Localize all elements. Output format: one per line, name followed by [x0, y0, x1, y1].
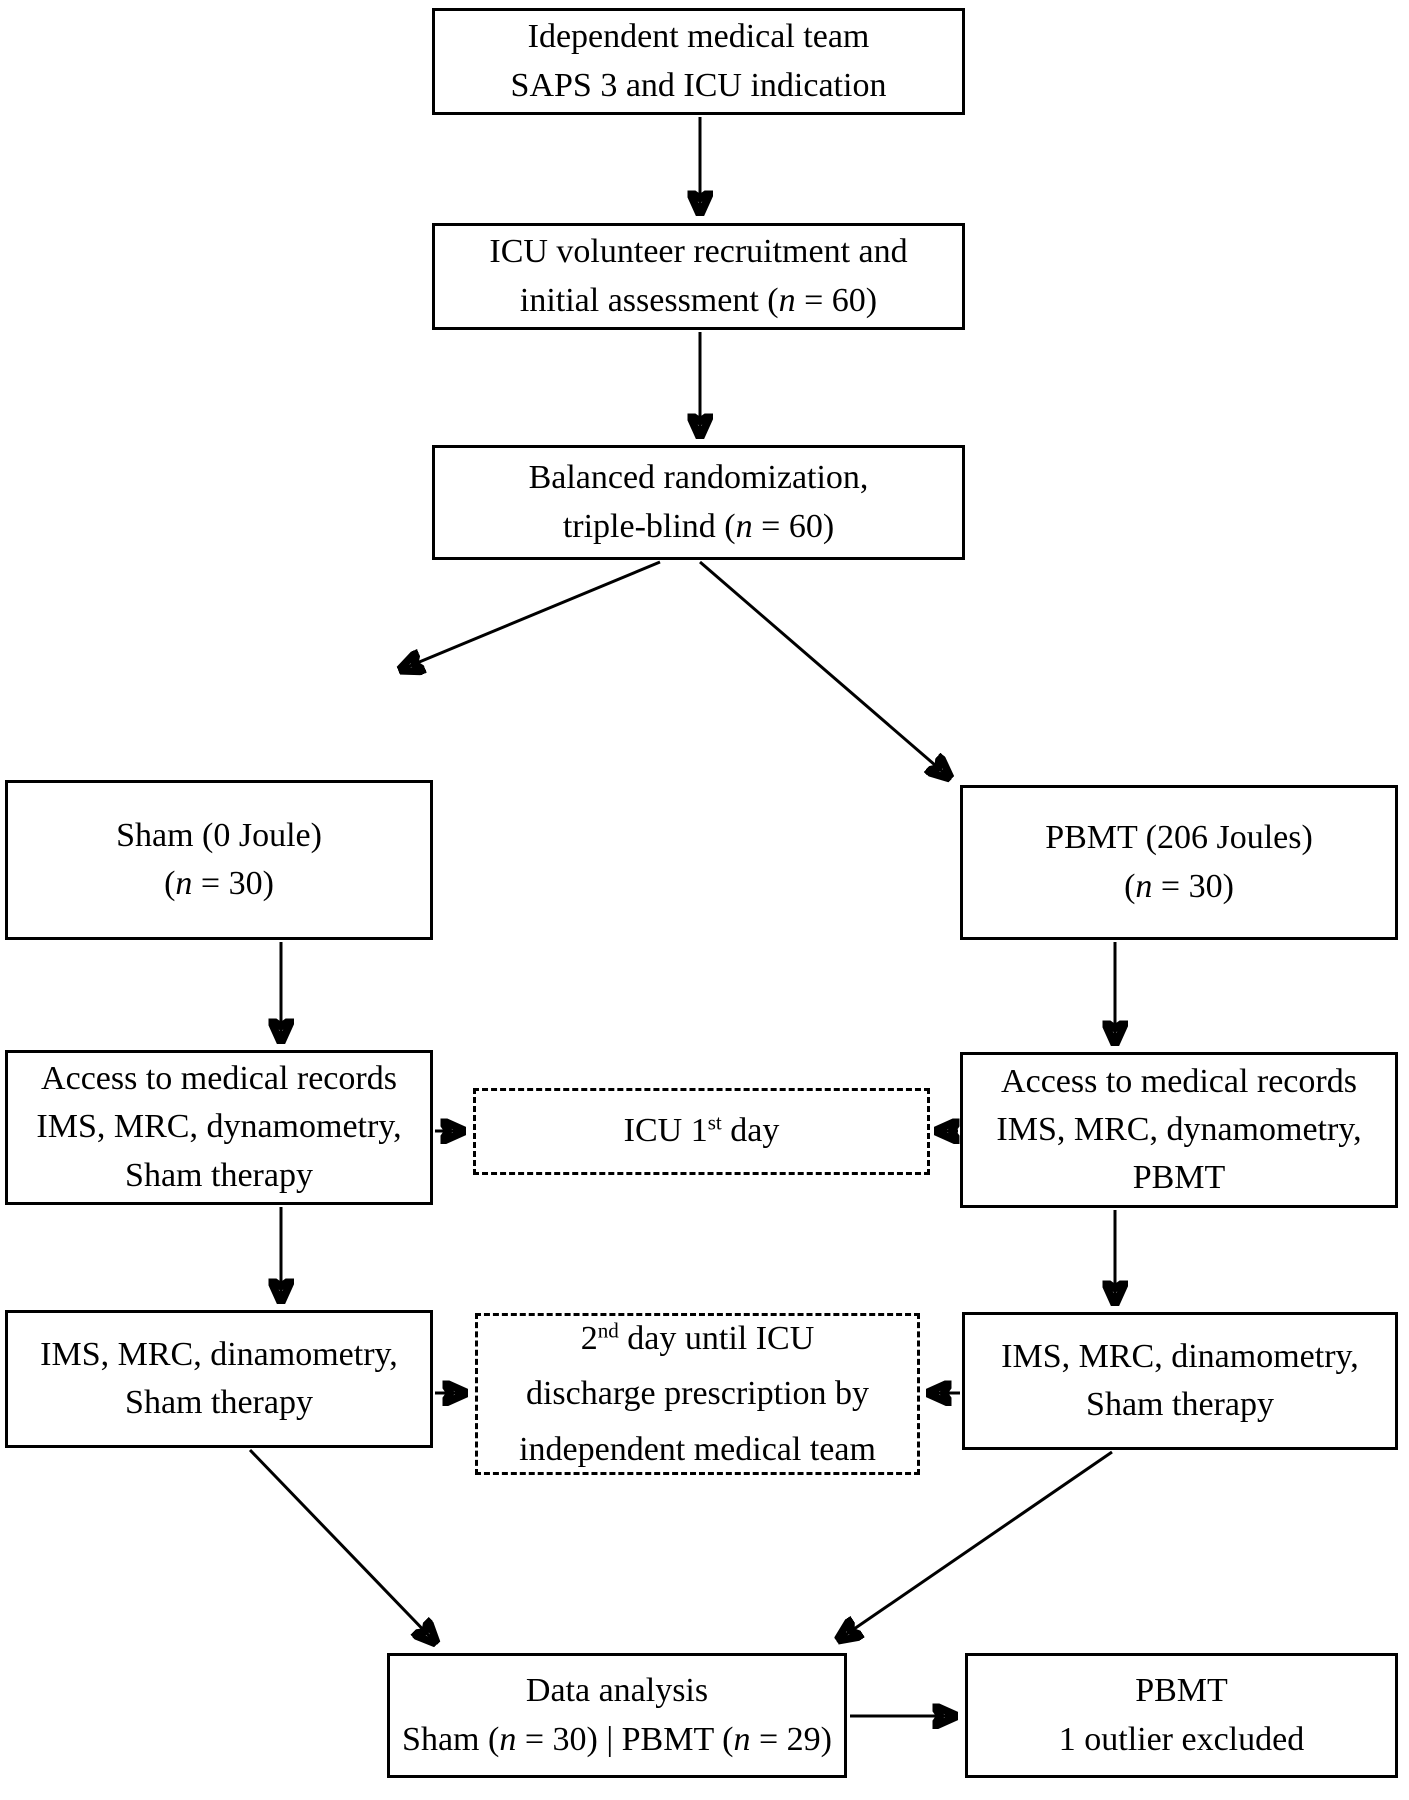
text-segment: day — [721, 1112, 780, 1150]
box-line: Sham therapy — [125, 1156, 313, 1194]
arrow-randomization-to-sham — [400, 560, 661, 670]
box-line: 2nd day until ICU — [581, 1311, 815, 1366]
box-line: IMS, MRC, dinamometry, — [1001, 1337, 1359, 1375]
box-recruitment: ICU volunteer recruitment and initial as… — [432, 223, 965, 330]
box-line: Data analysis — [525, 1672, 709, 1710]
box-line: SAPS 3 and ICU indication — [510, 66, 887, 104]
box-pbmt-arm: PBMT (206 Joules) (n = 30) — [960, 785, 1398, 940]
box-line: Idependent medical team — [527, 18, 870, 56]
box-line: PBMT (206 Joules) — [1045, 819, 1313, 857]
arrow-ims-pbmt-to-analysis — [838, 1450, 1113, 1640]
box-line: IMS, MRC, dinamometry, — [40, 1335, 398, 1373]
box-access-records-sham: Access to medical records IMS, MRC, dyna… — [5, 1050, 433, 1205]
box-line: initial assessment (n = 60) — [520, 277, 877, 325]
italic-n: n — [1135, 867, 1153, 905]
box-line: Access to medical records — [1001, 1062, 1357, 1100]
text-segment: = 30) — [192, 865, 274, 902]
box-line: 1 outlier excluded — [1058, 1720, 1305, 1758]
box-outlier-excluded: PBMT 1 outlier excluded — [965, 1653, 1398, 1778]
superscript: st — [707, 1110, 722, 1135]
italic-n: n — [499, 1720, 517, 1758]
box-second-day: 2nd day until ICU discharge prescription… — [475, 1313, 920, 1475]
box-line: discharge prescription by — [525, 1375, 870, 1413]
box-medical-team: Idependent medical team SAPS 3 and ICU i… — [432, 8, 965, 115]
text-segment: day until ICU — [618, 1320, 815, 1358]
box-line: Sham therapy — [1086, 1386, 1274, 1423]
box-line: Balanced randomization, — [528, 459, 869, 497]
italic-n: n — [175, 865, 193, 902]
box-data-analysis: Data analysis Sham (n = 30) | PBMT (n = … — [387, 1653, 847, 1778]
box-line: IMS, MRC, dynamometry, — [996, 1110, 1362, 1148]
text-segment: = 30) | PBMT ( — [516, 1720, 734, 1758]
italic-n: n — [733, 1720, 751, 1758]
arrow-randomization-to-pbmt — [699, 560, 950, 778]
text-segment: ( — [1124, 867, 1136, 905]
arrow-ims-sham-to-analysis — [248, 1448, 436, 1643]
box-line: (n = 30) — [164, 860, 274, 908]
box-line: PBMT — [1135, 1672, 1228, 1710]
box-line: Sham (n = 30) | PBMT (n = 29) — [402, 1716, 832, 1764]
box-line: ICU volunteer recruitment and — [489, 233, 908, 271]
box-access-records-pbmt: Access to medical records IMS, MRC, dyna… — [960, 1052, 1398, 1208]
superscript: nd — [597, 1318, 619, 1343]
text-segment: = 60) — [752, 507, 835, 545]
box-line: Sham (0 Joule) — [116, 816, 322, 854]
text-segment: = 29) — [750, 1720, 832, 1758]
text-segment: ICU 1 — [623, 1112, 708, 1150]
box-line: independent medical team — [519, 1430, 876, 1468]
italic-n: n — [735, 507, 753, 545]
text-segment: = 30) — [1152, 867, 1234, 905]
box-icu-first-day: ICU 1st day — [473, 1088, 930, 1175]
box-ims-pbmt: IMS, MRC, dinamometry, Sham therapy — [962, 1312, 1398, 1450]
box-line: (n = 30) — [1124, 863, 1234, 911]
box-line: triple-blind (n = 60) — [563, 503, 834, 551]
box-line: Access to medical records — [41, 1060, 397, 1098]
text-segment: = 60) — [795, 281, 878, 319]
text-segment: Sham ( — [402, 1720, 500, 1758]
text-segment: initial assessment ( — [519, 281, 779, 319]
box-line: IMS, MRC, dynamometry, — [36, 1108, 402, 1146]
text-segment: triple-blind ( — [562, 507, 736, 545]
italic-n: n — [778, 281, 796, 319]
text-segment: 2 — [580, 1320, 598, 1358]
box-line: ICU 1st day — [624, 1107, 780, 1155]
box-randomization: Balanced randomization, triple-blind (n … — [432, 445, 965, 560]
box-ims-sham: IMS, MRC, dinamometry, Sham therapy — [5, 1310, 433, 1448]
box-sham-arm: Sham (0 Joule) (n = 30) — [5, 780, 433, 940]
text-segment: ( — [164, 865, 176, 902]
box-line: Sham therapy — [125, 1384, 313, 1421]
box-line: PBMT — [1132, 1159, 1226, 1197]
